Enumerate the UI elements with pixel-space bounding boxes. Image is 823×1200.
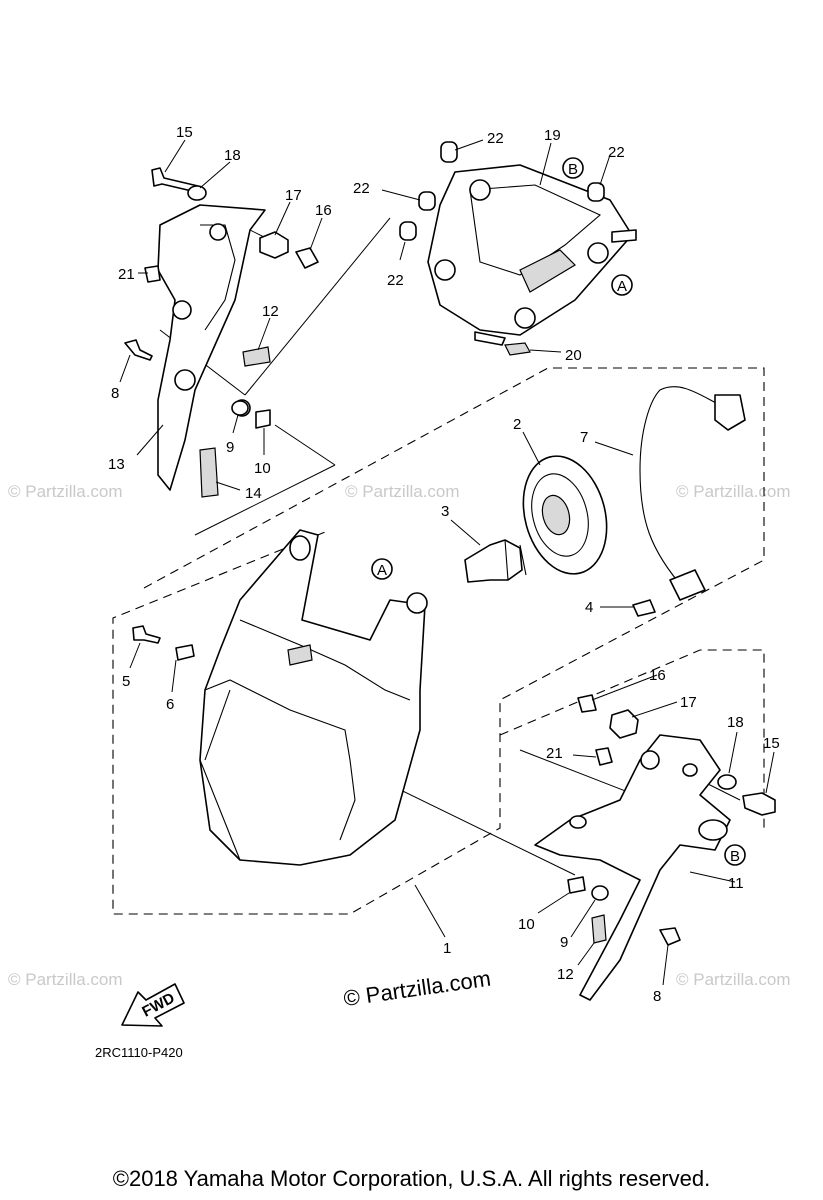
part-11-bracket [534, 734, 731, 1001]
letter-b-top: B [568, 161, 578, 178]
reference-letters: B A A B [371, 157, 746, 866]
callout-5: 5 [122, 673, 130, 690]
callout-11: 11 [728, 875, 744, 892]
callout-1: 1 [443, 940, 451, 957]
part-2-bulb-cover [522, 455, 608, 575]
left-bracket-group [124, 167, 319, 498]
callout-19: 19 [544, 127, 561, 144]
callout-4: 4 [585, 599, 593, 616]
callout-22-c: 22 [353, 180, 370, 197]
callout-leaders [119, 139, 775, 986]
callout-18-right: 18 [727, 714, 744, 731]
letter-a-headlight: A [377, 562, 387, 579]
callout-9-right: 9 [560, 934, 568, 951]
part-16-collar-left [295, 247, 319, 269]
part-21-screw-left [144, 265, 161, 283]
callout-9-left: 9 [226, 439, 234, 456]
part-6-clip [175, 644, 195, 661]
callout-15-left: 15 [176, 124, 193, 141]
part-18-washer-right [717, 774, 737, 790]
callout-2: 2 [513, 416, 521, 433]
part-19-stay [427, 164, 637, 346]
headlight-assembly-boundary [112, 367, 765, 915]
part-13-bracket [157, 204, 266, 491]
part-17-grommet-left [259, 231, 289, 259]
watermark-group: © Partzilla.com © Partzilla.com © Partzi… [8, 482, 791, 989]
part-8-bolt-left [124, 339, 153, 361]
callout-3: 3 [441, 503, 449, 520]
part-1-headlight-housing [199, 529, 428, 866]
callout-21-left: 21 [118, 266, 135, 283]
callout-12-right: 12 [557, 966, 574, 983]
letter-a-top: A [617, 278, 627, 295]
part-5-screw [132, 625, 161, 644]
callout-17-left: 17 [285, 187, 302, 204]
watermark-center: © Partzilla.com [345, 482, 460, 501]
part-14-pad [199, 447, 219, 498]
part-4-small-bulb [632, 599, 656, 617]
part-18-washer-left [187, 185, 207, 201]
callout-18-left: 18 [224, 147, 241, 164]
callout-14: 14 [245, 485, 262, 502]
part-16-collar-right [577, 694, 597, 713]
part-10-nut-left [255, 409, 271, 429]
copyright-notice: ©2018 Yamaha Motor Corporation, U.S.A. A… [112, 1166, 711, 1191]
part-3-bulb [464, 539, 527, 583]
part-10-nut-right [567, 876, 586, 894]
callout-21-right: 21 [546, 745, 563, 762]
fwd-arrow-icon: FWD [121, 983, 185, 1027]
callout-15-right: 15 [763, 735, 780, 752]
callout-22-a: 22 [487, 130, 504, 147]
callout-16-left: 16 [315, 202, 332, 219]
part-7-harness [639, 386, 746, 601]
part-17-grommet-right [609, 709, 639, 739]
callout-16-right: 16 [649, 667, 666, 684]
part-9-collar-right [591, 885, 609, 901]
part-8-bolt-right [659, 927, 681, 946]
callout-22-d: 22 [387, 272, 404, 289]
right-bracket-group [231, 400, 776, 1001]
right-bracket-boundary [499, 649, 765, 830]
part-15-bolt-right [742, 792, 776, 816]
callout-numbers: 15 18 17 16 21 12 8 13 9 10 14 22 19 22 … [108, 124, 780, 1005]
callout-13: 13 [108, 456, 125, 473]
watermark-left: © Partzilla.com [8, 482, 123, 501]
callout-7: 7 [580, 429, 588, 446]
watermark-main: © Partzilla.com [342, 966, 492, 1011]
letter-b-bracket: B [730, 848, 740, 865]
part-20-pad [504, 342, 531, 356]
watermark-bottom-right: © Partzilla.com [676, 970, 791, 989]
part-12-pad-right [591, 914, 607, 944]
part-22-collars [399, 141, 605, 241]
callout-20: 20 [565, 347, 582, 364]
callout-22-b: 22 [608, 144, 625, 161]
callout-8-right: 8 [653, 988, 661, 1005]
part-12-pad-left [242, 346, 271, 367]
callout-10-right: 10 [518, 916, 535, 933]
part-21-screw-right [595, 747, 613, 766]
callout-17-right: 17 [680, 694, 697, 711]
callout-8-left: 8 [111, 385, 119, 402]
watermark-right: © Partzilla.com [676, 482, 791, 501]
callout-12-left: 12 [262, 303, 279, 320]
callout-6: 6 [166, 696, 174, 713]
part-9-collar-left [231, 400, 249, 416]
callout-10-left: 10 [254, 460, 271, 477]
watermark-bottom-left: © Partzilla.com [8, 970, 123, 989]
diagram-code: 2RC1110-P420 [95, 1045, 183, 1060]
